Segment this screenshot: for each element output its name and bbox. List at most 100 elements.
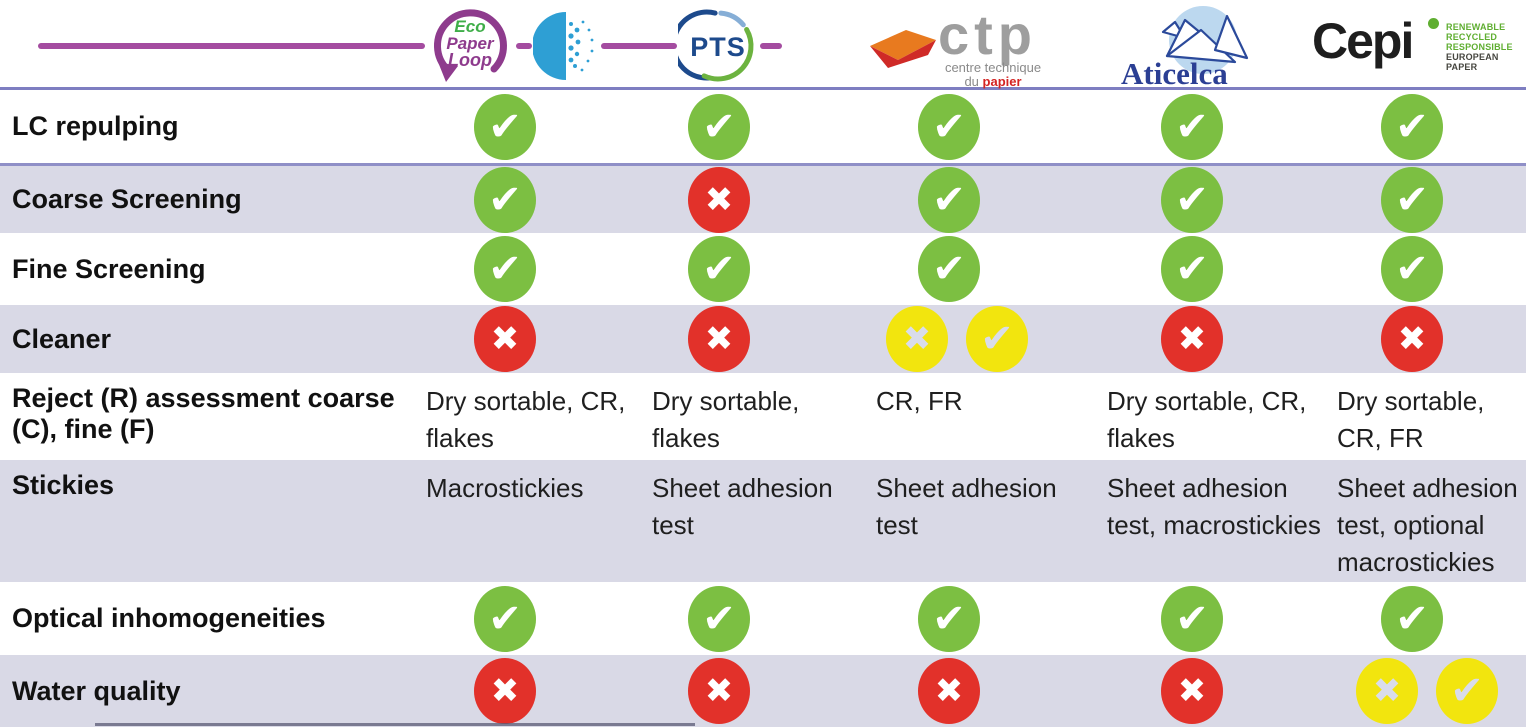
status-x-icon: ✖ [688, 306, 750, 372]
status-icons: ✔ [918, 166, 980, 233]
status-x-icon: ✖ [474, 306, 536, 372]
status-icons: ✔ [1381, 166, 1443, 233]
table-cell: ✔ [1332, 166, 1526, 233]
table-cell: ✔ [872, 90, 1102, 163]
table-cell: Sheet adhesion test [872, 460, 1102, 582]
status-x-icon: ✖ [474, 658, 536, 724]
status-check-icon: ✔ [474, 93, 536, 160]
bottom-crop-strip [95, 723, 695, 726]
status-icons: ✔ [688, 236, 750, 302]
folded-paper-icon [870, 30, 936, 68]
cepi-taglines: RENEWABLE RECYCLED RESPONSIBLE EUROPEAN … [1446, 22, 1522, 72]
status-check-icon: ✔ [474, 585, 536, 652]
table-cell: ✔ [1102, 90, 1332, 163]
table-cell: ✖✔ [872, 305, 1102, 373]
status-icons: ✔ [474, 585, 536, 652]
table-cell: ✔ [872, 166, 1102, 233]
row-label: Optical inhomogeneities [12, 603, 326, 633]
cepi-logo: Cepi RENEWABLE RECYCLED RESPONSIBLE EURO… [1312, 13, 1522, 78]
status-check-icon: ✔ [1381, 585, 1443, 652]
table-cell: ✖ [872, 655, 1102, 727]
purple-connector-line [601, 43, 677, 49]
cepi-wordmark: Cepi [1312, 13, 1414, 69]
row-label: LC repulping [12, 111, 179, 141]
row-label: Coarse Screening [12, 184, 242, 214]
table-cell: ✔ [420, 233, 648, 305]
status-icons: ✖ [1381, 306, 1443, 372]
status-icons: ✔ [918, 585, 980, 652]
status-check-icon: ✔ [918, 93, 980, 160]
status-x-icon: ✖ [1356, 658, 1418, 724]
cepi-tag-recycled: RECYCLED [1446, 32, 1498, 42]
origami-crane-icon [1161, 6, 1249, 74]
table-body: LC repulping✔✔✔✔✔Coarse Screening✔✖✔✔✔Fi… [0, 90, 1526, 727]
status-check-icon: ✔ [474, 236, 536, 302]
status-check-icon: ✔ [1381, 166, 1443, 233]
status-icons: ✔ [1381, 236, 1443, 302]
aticelca-wordmark: Aticelca [1121, 56, 1228, 91]
cepi-tag-european-paper: EUROPEAN PAPER [1446, 52, 1499, 72]
status-x-icon: ✖ [886, 306, 948, 372]
cell-text: CR, FR [876, 386, 963, 416]
row-label: Water quality [12, 675, 181, 706]
table-cell: ✔ [1102, 233, 1332, 305]
status-icons: ✔ [1161, 93, 1223, 160]
table-cell: ✔ [1332, 233, 1526, 305]
ecopaperloop-word-eco: Eco [454, 17, 486, 36]
status-check-icon: ✔ [688, 585, 750, 652]
cell-text: Dry sortable, flakes [652, 386, 800, 453]
purple-connector-dash [516, 43, 532, 49]
status-check-icon: ✔ [918, 166, 980, 233]
status-icons: ✖✔ [886, 306, 1028, 372]
table-cell: ✖ [648, 166, 872, 233]
cell-text: Sheet adhesion test, macrostickies [1107, 473, 1321, 540]
status-x-icon: ✖ [918, 658, 980, 724]
status-check-icon: ✔ [1161, 236, 1223, 302]
table-cell: ✔ [648, 582, 872, 655]
table-cell: ✖ [420, 655, 648, 727]
ecopaperloop-word-loop: Loop [448, 50, 492, 70]
table-row: Fine Screening ✔ ✔ ✔ ✔ ✔ [0, 233, 1526, 305]
table-cell: ✖ [648, 305, 872, 373]
cepi-tag-renewable: RENEWABLE [1446, 22, 1506, 32]
table-cell: ✔ [872, 233, 1102, 305]
cell-text: Sheet adhesion test, optional macrostick… [1337, 473, 1518, 577]
status-icons: ✔ [1161, 585, 1223, 652]
status-icons: ✔ [918, 236, 980, 302]
status-x-icon: ✖ [688, 658, 750, 724]
table-cell: ✔ [1332, 90, 1526, 163]
table-cell: Sheet adhesion test [648, 460, 872, 582]
table-cell: Sheet adhesion test, optional macrostick… [1332, 460, 1526, 582]
table-cell: ✔ [648, 233, 872, 305]
half-disc-emblem-icon [532, 12, 594, 80]
ecopaperloop-logo: Eco Paper Loop [424, 4, 516, 86]
status-check-icon: ✔ [1161, 585, 1223, 652]
table-cell: Dry sortable, CR, FR [1332, 373, 1526, 460]
status-icons: ✖ [474, 306, 536, 372]
status-check-icon: ✔ [474, 166, 536, 233]
pts-wordmark: PTS [690, 32, 746, 62]
cepi-tag-responsible: RESPONSIBLE [1446, 42, 1513, 52]
cell-text: Dry sortable, CR, FR [1337, 386, 1485, 453]
cell-text: Dry sortable, CR, flakes [426, 386, 626, 453]
status-icons: ✔ [1161, 166, 1223, 233]
row-label: Fine Screening [12, 253, 206, 284]
status-icons: ✔ [474, 236, 536, 302]
table-row: Coarse Screening ✔ ✖ ✔ ✔ ✔ [0, 163, 1526, 233]
circular-arrow-icon [434, 9, 507, 82]
table-cell: CR, FR [872, 373, 1102, 460]
status-icons: ✖ [1161, 658, 1223, 724]
status-x-icon: ✖ [1161, 306, 1223, 372]
status-icons: ✔ [688, 585, 750, 652]
table-row: Reject (R) assessment coarse (C), fine (… [0, 373, 1526, 460]
ecopaperloop-word-paper: Paper [446, 34, 494, 53]
status-check-icon: ✔ [966, 306, 1028, 372]
table-cell: ✔ [420, 166, 648, 233]
logo-header: Eco Paper Loop [0, 0, 1526, 91]
status-icons: ✖ [688, 166, 750, 233]
status-check-icon: ✔ [1161, 93, 1223, 160]
row-label: Stickies [12, 470, 115, 500]
status-icons: ✔ [1381, 585, 1443, 652]
table-cell: ✖ [420, 305, 648, 373]
table-cell: ✔ [872, 582, 1102, 655]
